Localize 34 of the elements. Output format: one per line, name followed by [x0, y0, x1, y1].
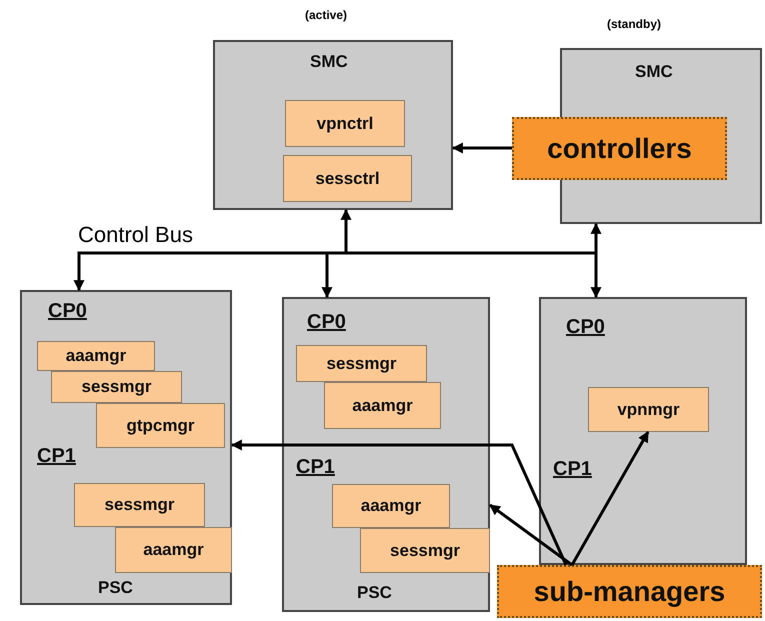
arrow: [452, 142, 512, 154]
process-label: vpnctrl: [314, 114, 376, 134]
section-heading: CP1: [553, 458, 592, 480]
section-heading: CP0: [307, 311, 346, 333]
process-box: [296, 345, 427, 382]
process-box: [285, 100, 405, 147]
arrow: [590, 222, 602, 298]
bus-label: Control Bus: [78, 222, 193, 248]
process-box: [324, 382, 441, 429]
process-box: [283, 155, 412, 202]
callout-tooltip: [512, 117, 727, 180]
process-box: [37, 341, 155, 371]
arrow: [230, 440, 568, 566]
process-box: [74, 483, 205, 527]
chassis-panel: [213, 40, 453, 210]
chassis-panel: [282, 297, 490, 612]
chassis-panel: [20, 290, 232, 605]
process-box: [588, 387, 709, 432]
process-box: [360, 528, 490, 573]
section-heading: CP0: [566, 316, 605, 338]
chassis-panel: [539, 297, 747, 565]
section-heading: CP1: [296, 456, 335, 478]
status-label: (standby): [607, 17, 661, 31]
arrow: [570, 431, 650, 566]
arrow: [322, 224, 598, 298]
status-label: (active): [305, 8, 348, 22]
process-box: [51, 371, 182, 403]
process-box: [96, 403, 225, 448]
process-box: [332, 484, 450, 528]
section-heading: CP0: [48, 300, 87, 322]
arrow: [489, 504, 573, 566]
callout-tooltip: [497, 565, 762, 618]
section-heading: CP1: [37, 445, 76, 467]
process-box: [115, 527, 232, 573]
